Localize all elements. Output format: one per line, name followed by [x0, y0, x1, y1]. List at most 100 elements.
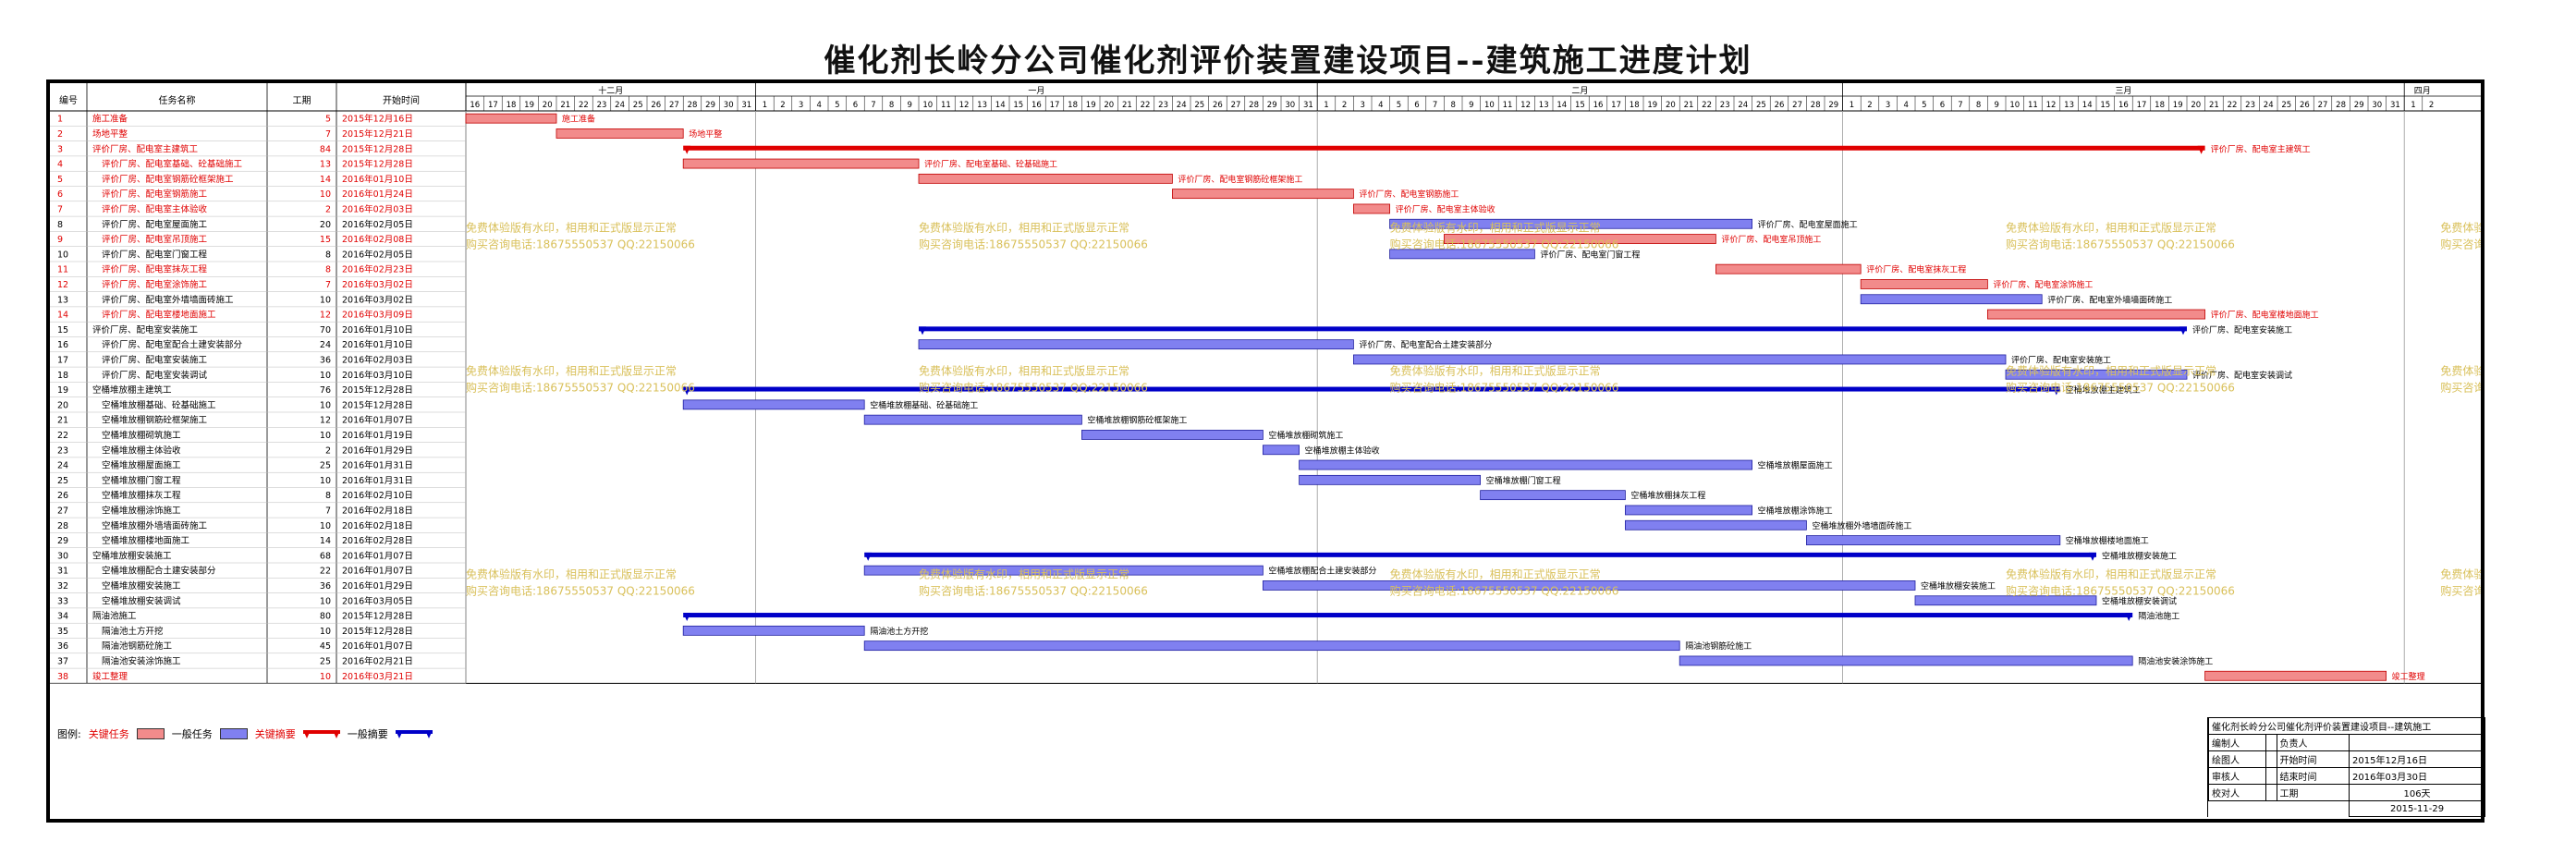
- task-bar: [682, 625, 865, 636]
- task-id: 34: [57, 612, 68, 622]
- task-duration: 10: [320, 400, 331, 410]
- day-label: 11: [941, 101, 951, 110]
- watermark-line1: 免费体验版有水印，相用和正式版显示正常: [2440, 567, 2481, 580]
- task-duration: 7: [325, 506, 331, 516]
- project-info-box: 催化剂长岭分公司催化剂评价装置建设项目--建筑施工 编制人负责人 绘图人开始时间…: [2207, 717, 2485, 817]
- task-name: 评价厂房、配电室主体验收: [102, 203, 208, 214]
- task-bar: [1353, 354, 2007, 365]
- info-start-label: 开始时间: [2276, 750, 2350, 768]
- summary-start-marker: [864, 552, 873, 561]
- task-bar: [555, 128, 684, 139]
- task-id: 12: [57, 280, 68, 290]
- day-label: 12: [959, 101, 970, 110]
- task-duration: 10: [320, 672, 331, 682]
- watermark-line1: 免费体验版有水印，相用和正式版显示正常: [1390, 567, 1601, 580]
- task-id: 8: [57, 220, 63, 230]
- task-name: 空桶堆放棚安装施工: [92, 550, 172, 561]
- task-duration: 10: [320, 476, 331, 486]
- day-label: 22: [1702, 101, 1712, 110]
- task-bar: [1860, 279, 1988, 289]
- task-duration: 10: [320, 521, 331, 531]
- task-duration: 20: [320, 220, 331, 230]
- day-label: 19: [1086, 101, 1096, 110]
- watermark-line2: 购买咨询电话:18675550537 QQ:22150066: [1390, 380, 1619, 394]
- day-label: 28: [688, 101, 698, 110]
- task-bar: [1172, 189, 1354, 200]
- task-bar: [1679, 655, 2133, 666]
- day-label: 9: [907, 101, 911, 110]
- info-start-value: 2015年12月16日: [2349, 750, 2485, 768]
- day-label: 18: [1068, 101, 1078, 110]
- task-duration: 8: [325, 265, 331, 275]
- task-name: 竣工整理: [92, 671, 128, 682]
- task-name: 评价厂房、配电室楼地面施工: [102, 310, 216, 321]
- task-id: 25: [57, 476, 68, 486]
- watermark-line2: 购买咨询电话:18675550537 QQ:22150066: [466, 583, 695, 597]
- task-duration: 5: [325, 115, 331, 125]
- day-label: 31: [1303, 101, 1313, 110]
- task-duration: 12: [320, 311, 331, 321]
- day-label: 28: [1811, 101, 1821, 110]
- day-label: 7: [1433, 101, 1437, 110]
- day-label: 6: [853, 101, 858, 110]
- day-label: 14: [1557, 101, 1567, 110]
- day-label: 22: [579, 101, 589, 110]
- task-id: 6: [57, 189, 63, 200]
- day-label: 9: [1994, 101, 1998, 110]
- task-id: 1: [57, 115, 63, 125]
- task-id: 7: [57, 204, 63, 214]
- task-name: 评价厂房、配电室配合土建安装部分: [102, 339, 243, 350]
- task-start: 2016年03月02日: [342, 294, 413, 305]
- bar-label: 评价厂房、配电室抹灰工程: [1866, 264, 1966, 275]
- task-start: 2016年02月03日: [342, 354, 413, 365]
- bar-label: 评价厂房、配电室基础、砼基础施工: [924, 159, 1057, 170]
- bar-label: 评价厂房、配电室主建筑工: [2211, 143, 2311, 154]
- task-duration: 84: [320, 144, 331, 154]
- task-name: 空桶堆放棚楼地面施工: [102, 535, 190, 546]
- bar-label: 隔油池土方开挖: [870, 626, 928, 637]
- watermark-line2: 购买咨询电话:18675550537 QQ:22150066: [2006, 237, 2235, 250]
- day-label: 2: [780, 101, 785, 110]
- bar-label: 评价厂房、配电室屋面施工: [1758, 219, 1858, 230]
- task-bar: [1353, 203, 1391, 214]
- task-name: 评价厂房、配电室门窗工程: [102, 249, 208, 260]
- day-label: 23: [2245, 101, 2255, 110]
- task-duration: 36: [320, 581, 331, 592]
- task-id: 26: [57, 491, 68, 501]
- task-start: 2016年01月29日: [342, 580, 413, 592]
- task-name: 评价厂房、配电室安装施工: [102, 354, 208, 365]
- day-label: 17: [488, 101, 498, 110]
- task-id: 13: [57, 295, 68, 305]
- task-start: 2015年12月21日: [342, 128, 413, 140]
- day-label: 27: [2318, 101, 2328, 110]
- day-label: 3: [799, 101, 803, 110]
- day-label: 14: [2082, 101, 2093, 110]
- task-start: 2015年12月16日: [342, 114, 413, 125]
- task-start: 2016年02月05日: [342, 219, 413, 230]
- day-label: 19: [524, 101, 534, 110]
- task-name: 空桶堆放棚主建筑工: [92, 384, 172, 396]
- task-duration: 2: [325, 445, 331, 456]
- info-end-label: 结束时间: [2276, 767, 2350, 785]
- info-checker-label: 校对人: [2208, 784, 2266, 801]
- task-name: 空桶堆放棚主体验收: [102, 445, 181, 456]
- task-id: 28: [57, 521, 68, 531]
- task-name: 评价厂房、配电室钢筋施工: [102, 189, 208, 200]
- task-id: 24: [57, 461, 68, 471]
- task-id: 23: [57, 445, 68, 456]
- task-duration: 22: [320, 567, 331, 577]
- task-name: 隔油池安装涂饰施工: [102, 655, 181, 666]
- task-bar: [863, 640, 1680, 652]
- day-label: 14: [995, 101, 1006, 110]
- task-bar: [465, 113, 557, 124]
- task-name: 评价厂房、配电室外墙墙面砖施工: [102, 294, 234, 305]
- day-label: 29: [1267, 101, 1277, 110]
- month-label: 十二月: [598, 85, 623, 96]
- task-start: 2016年01月10日: [342, 174, 413, 185]
- day-label: 26: [1775, 101, 1785, 110]
- task-bar: [1299, 474, 1481, 485]
- watermark-line1: 免费体验版有水印，相用和正式版显示正常: [919, 363, 1129, 377]
- summary-start-marker: [683, 145, 691, 154]
